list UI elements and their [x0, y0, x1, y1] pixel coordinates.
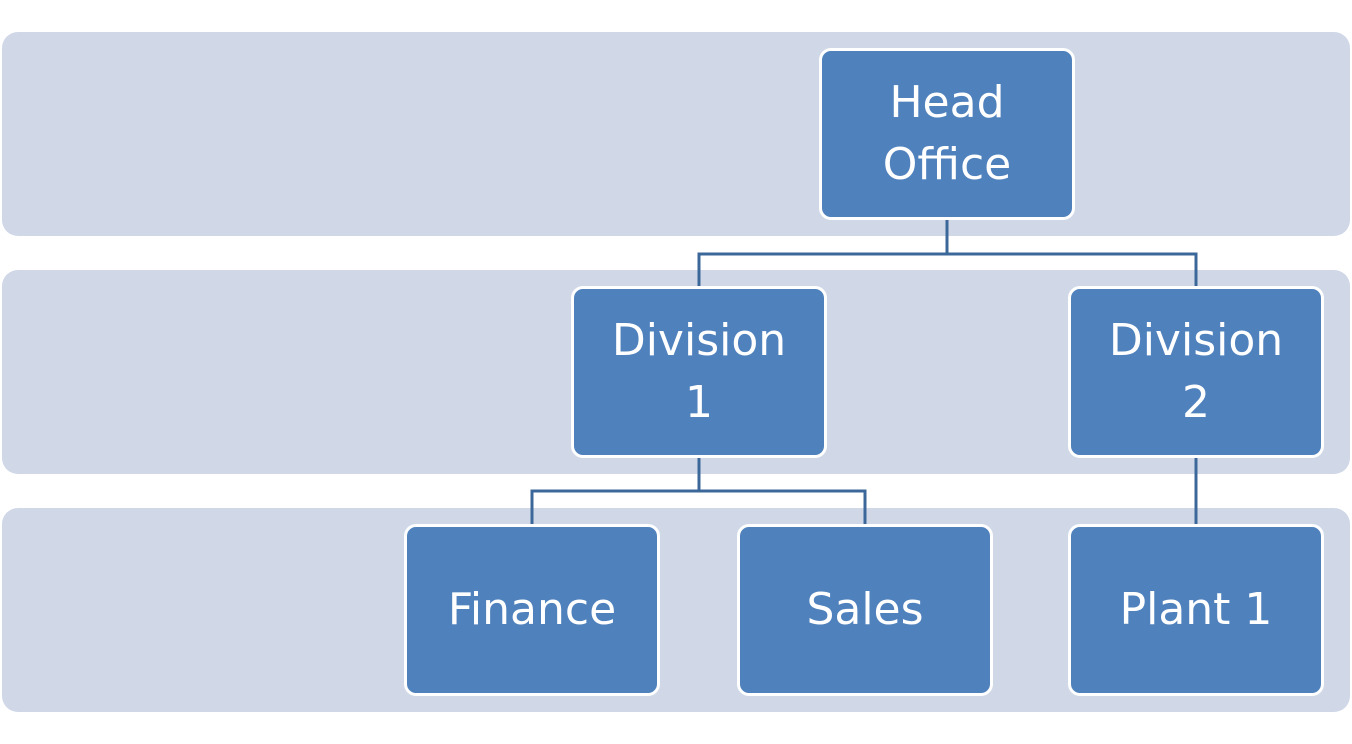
level-band-1 — [2, 32, 1350, 236]
node-finance: Finance — [404, 524, 660, 696]
connector-division-1-to-finance — [530, 458, 701, 524]
connector-head-office-to-division-1 — [697, 220, 949, 286]
node-sales: Sales — [737, 524, 993, 696]
node-division-1: Division 1 — [571, 286, 827, 458]
node-head-office: Head Office — [819, 48, 1075, 220]
connector-head-office-to-division-2 — [947, 252, 1198, 286]
node-division-2: Division 2 — [1068, 286, 1324, 458]
connector-division-1-to-sales — [699, 489, 867, 524]
node-plant-1: Plant 1 — [1068, 524, 1324, 696]
